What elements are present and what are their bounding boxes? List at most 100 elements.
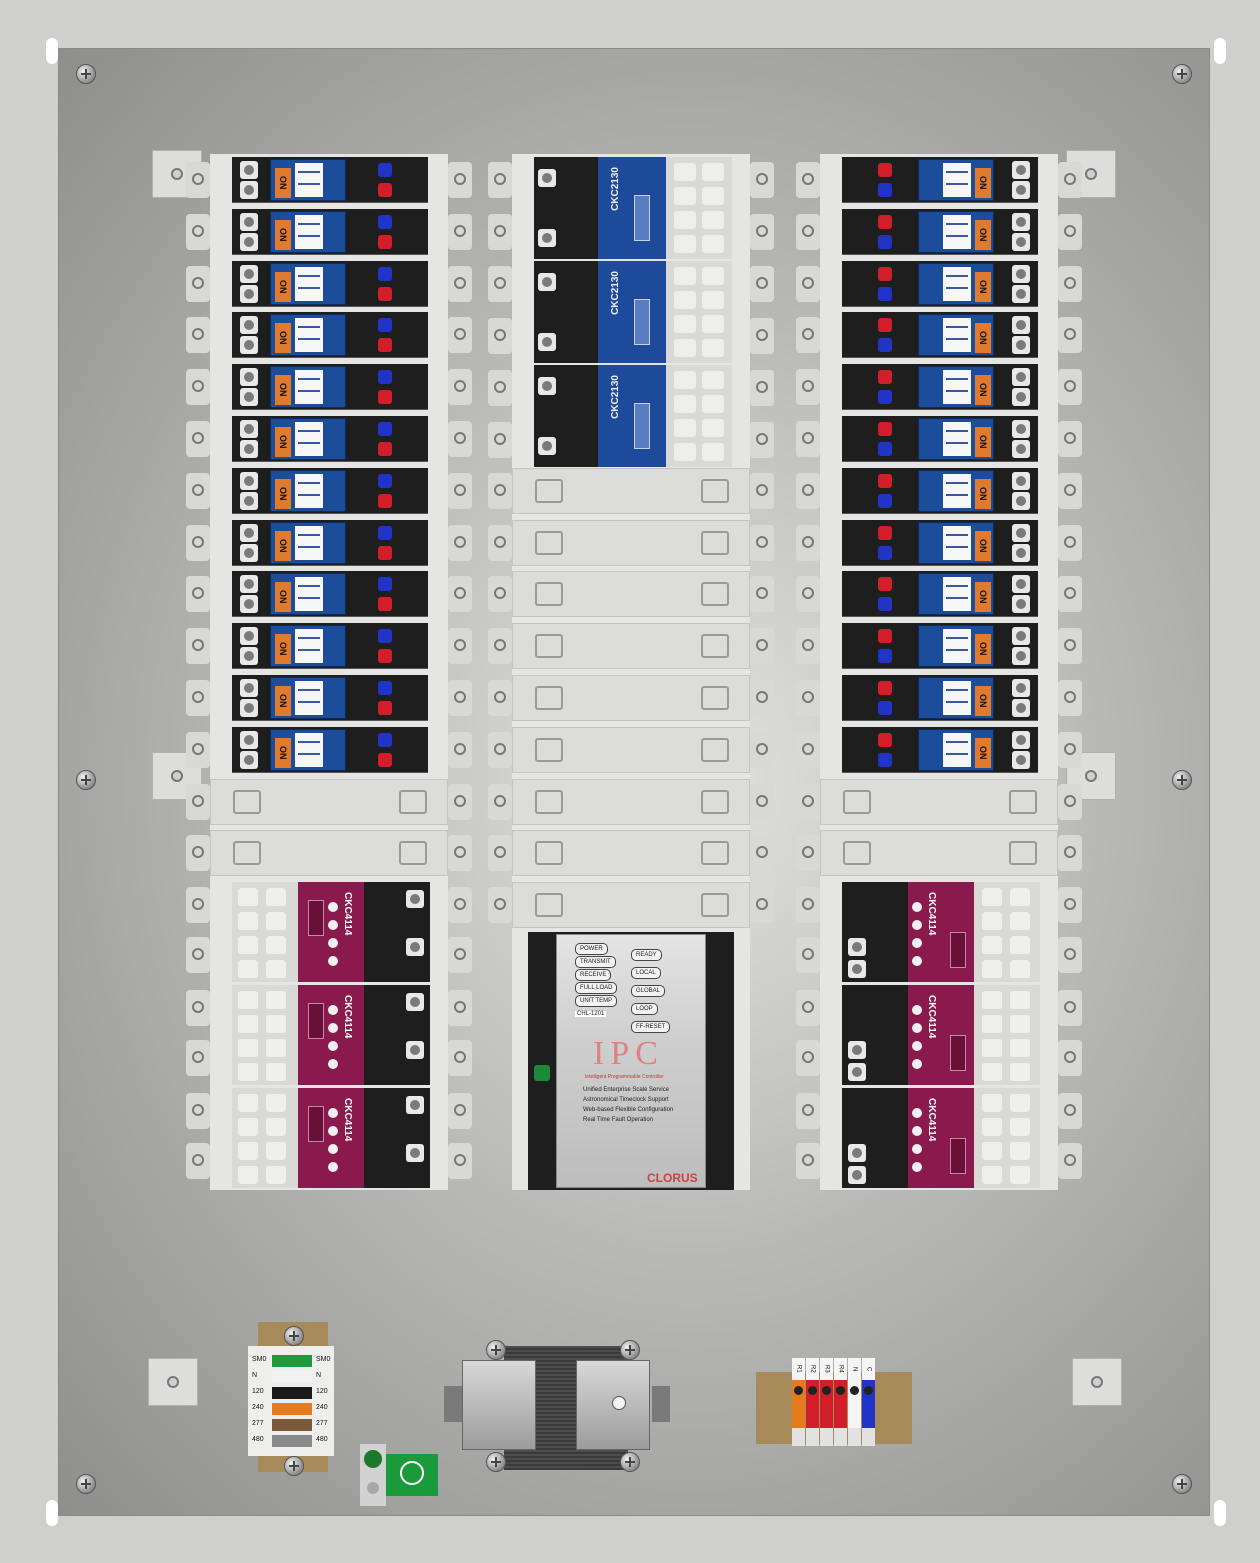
terminal-block-cell[interactable]	[272, 1355, 312, 1367]
rail-tab	[750, 732, 774, 768]
ipc-button-unit-temp[interactable]: UNIT TEMP	[575, 995, 618, 1007]
breaker-on-indicator[interactable]: ON	[975, 738, 991, 768]
breaker-on-indicator[interactable]: ON	[275, 531, 291, 561]
breaker-on-indicator[interactable]: ON	[275, 634, 291, 664]
breaker-on-indicator[interactable]: ON	[975, 427, 991, 457]
relay-module[interactable]: CKC4114	[842, 1088, 1040, 1188]
rail-tab	[186, 835, 210, 871]
rail-tab-hole-icon	[1064, 948, 1076, 960]
circuit-breaker[interactable]: ON	[232, 727, 428, 773]
ipc-button-loop[interactable]: LOOP	[631, 1003, 658, 1015]
terminal-block-cell[interactable]	[272, 1419, 312, 1431]
circuit-breaker[interactable]: ON	[232, 571, 428, 617]
circuit-breaker[interactable]: ON	[842, 209, 1038, 255]
breaker-terminal-icon	[1012, 420, 1030, 438]
lighting-contactor[interactable]: CKC2130	[534, 261, 732, 363]
breaker-on-indicator[interactable]: ON	[975, 582, 991, 612]
ipc-button-ff-reset[interactable]: FF-RESET	[631, 1021, 671, 1033]
ipc-button-ready[interactable]: READY	[631, 949, 662, 961]
circuit-breaker[interactable]: ON	[842, 623, 1038, 669]
rail-tab-hole-icon	[494, 277, 506, 289]
ipc-button-local[interactable]: LOCAL	[631, 967, 661, 979]
circuit-breaker[interactable]: ON	[232, 468, 428, 514]
circuit-breaker[interactable]: ON	[232, 209, 428, 255]
relay-module[interactable]: CKC4114	[232, 985, 430, 1085]
load-terminal-red-icon	[878, 577, 892, 591]
breaker-on-indicator[interactable]: ON	[975, 479, 991, 509]
circuit-breaker[interactable]: ON	[842, 261, 1038, 307]
circuit-breaker[interactable]: ON	[842, 468, 1038, 514]
relay-module[interactable]: CKC4114	[232, 1088, 430, 1188]
circuit-breaker[interactable]: ON	[232, 520, 428, 566]
ground-terminal	[360, 1444, 438, 1506]
breaker-on-indicator[interactable]: ON	[275, 738, 291, 768]
rail-tab-hole-icon	[192, 380, 204, 392]
control-terminal[interactable]: R4	[834, 1358, 847, 1446]
control-terminal[interactable]: R2	[806, 1358, 819, 1446]
breaker-terminal-icon	[1012, 265, 1030, 283]
relay-module[interactable]: CKC4114	[232, 882, 430, 982]
ipc-button-global[interactable]: GLOBAL	[631, 985, 666, 997]
breaker-on-indicator[interactable]: ON	[975, 531, 991, 561]
circuit-breaker[interactable]: ON	[232, 416, 428, 462]
circuit-breaker[interactable]: ON	[232, 261, 428, 307]
rail-tab-hole-icon	[192, 484, 204, 496]
rail-tab	[448, 576, 472, 612]
breaker-on-indicator[interactable]: ON	[975, 168, 991, 198]
breaker-on-indicator[interactable]: ON	[275, 479, 291, 509]
terminal-block-cell[interactable]	[272, 1403, 312, 1415]
breaker-on-indicator[interactable]: ON	[975, 323, 991, 353]
breaker-on-indicator[interactable]: ON	[275, 375, 291, 405]
control-terminal[interactable]: C	[862, 1358, 875, 1446]
breaker-on-indicator[interactable]: ON	[975, 375, 991, 405]
rail-tab	[1058, 266, 1082, 302]
circuit-breaker[interactable]: ON	[842, 571, 1038, 617]
terminal-block-cell[interactable]	[272, 1387, 312, 1399]
terminal-block-cell[interactable]	[272, 1371, 312, 1383]
breaker-on-indicator[interactable]: ON	[275, 323, 291, 353]
ipc-button-receive[interactable]: RECEIVE	[575, 969, 612, 981]
terminal-right-label: SM0	[316, 1356, 331, 1363]
ground-symbol-icon	[386, 1454, 438, 1496]
breaker-on-indicator[interactable]: ON	[975, 272, 991, 302]
breaker-on-indicator[interactable]: ON	[275, 686, 291, 716]
control-terminal[interactable]: R3	[820, 1358, 833, 1446]
circuit-breaker[interactable]: ON	[232, 675, 428, 721]
breaker-on-indicator[interactable]: ON	[975, 634, 991, 664]
circuit-breaker[interactable]: ON	[232, 157, 428, 203]
circuit-breaker[interactable]: ON	[842, 157, 1038, 203]
circuit-breaker[interactable]: ON	[842, 727, 1038, 773]
relay-module[interactable]: CKC4114	[842, 985, 1040, 1085]
lighting-contactor[interactable]: CKC2130	[534, 365, 732, 467]
breaker-on-indicator[interactable]: ON	[275, 168, 291, 198]
circuit-breaker[interactable]: ON	[842, 520, 1038, 566]
relay-body	[364, 985, 430, 1085]
rail-tab	[1058, 214, 1082, 250]
relay-module[interactable]: CKC4114	[842, 882, 1040, 982]
breaker-on-indicator[interactable]: ON	[275, 427, 291, 457]
ipc-button-power[interactable]: POWER	[575, 943, 608, 955]
control-terminal[interactable]: N	[848, 1358, 861, 1446]
circuit-breaker[interactable]: ON	[842, 416, 1038, 462]
contactor-model-label: CKC2130	[610, 167, 621, 211]
ipc-button-transmit[interactable]: TRANSMIT	[575, 956, 616, 968]
contactor-terminal-icon	[538, 377, 556, 395]
circuit-breaker[interactable]: ON	[842, 364, 1038, 410]
circuit-breaker[interactable]: ON	[842, 675, 1038, 721]
circuit-breaker[interactable]: ON	[232, 312, 428, 358]
circuit-breaker[interactable]: ON	[232, 364, 428, 410]
rail-tab	[750, 525, 774, 561]
circuit-breaker[interactable]: ON	[842, 312, 1038, 358]
control-terminal[interactable]: R1	[792, 1358, 805, 1446]
breaker-on-indicator[interactable]: ON	[275, 582, 291, 612]
slot-lug	[843, 790, 871, 814]
breaker-on-indicator[interactable]: ON	[975, 220, 991, 250]
terminal-block-cell[interactable]	[272, 1435, 312, 1447]
breaker-on-indicator[interactable]: ON	[275, 272, 291, 302]
circuit-breaker[interactable]: ON	[232, 623, 428, 669]
transformer-enclosure-left	[462, 1360, 536, 1450]
lighting-contactor[interactable]: CKC2130	[534, 157, 732, 259]
breaker-on-indicator[interactable]: ON	[975, 686, 991, 716]
breaker-on-indicator[interactable]: ON	[275, 220, 291, 250]
ipc-button-full-load[interactable]: FULL LOAD	[575, 982, 618, 994]
